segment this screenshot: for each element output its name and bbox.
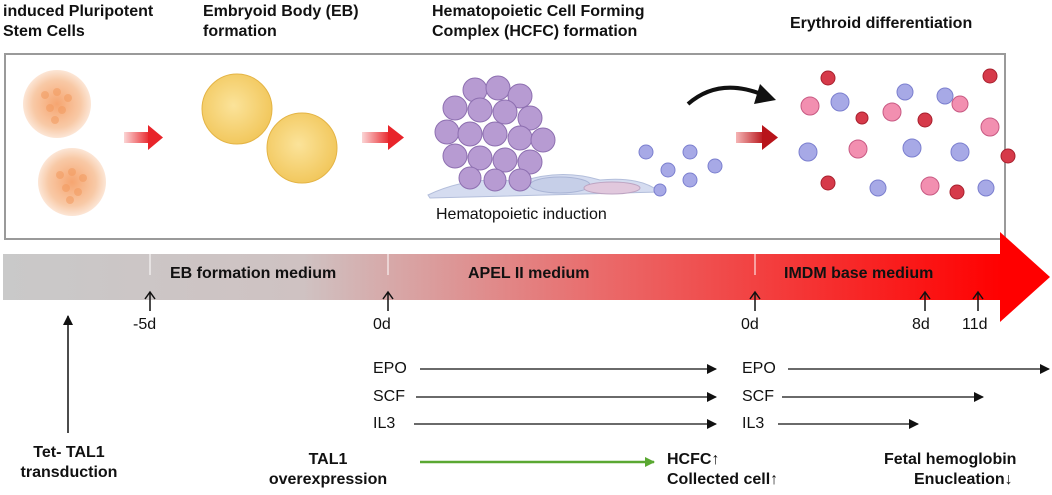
transduction-note: Tet- TAL1 transduction [20, 444, 118, 481]
induction-label: Hematopoietic induction [436, 206, 607, 223]
factor-epo: EPO [742, 360, 776, 377]
day-tick-arrows [144, 290, 984, 311]
stage-title-ipsc: induced Pluripotent Stem Cells [3, 3, 154, 40]
factor-il3: IL3 [373, 415, 396, 432]
factor-scf: SCF [373, 388, 405, 405]
day-label: 8d [912, 316, 930, 333]
stage-arrow-2 [362, 125, 404, 150]
stage-arrow-3 [736, 125, 778, 150]
overexpression-note: TAL1 overexpression [268, 451, 388, 488]
hcfc-note: HCFC↑ [667, 451, 720, 468]
day-label: 0d [741, 316, 759, 333]
day-label: 11d [962, 316, 988, 333]
erythroid-cells-icon [798, 68, 1016, 200]
hcfc-cluster-icon [427, 75, 723, 199]
factor-epo: EPO [373, 360, 407, 377]
enucleation-note: Enucleation↓ [914, 471, 1013, 488]
stage-title-hcfc: Hematopoietic Cell Forming Complex (HCFC… [432, 3, 645, 40]
curved-arrow-icon [686, 85, 767, 106]
stage-title-erythroid: Erythroid differentiation [790, 15, 973, 32]
factor-scf: SCF [742, 388, 774, 405]
phase-apel-medium: APEL II medium [468, 265, 590, 282]
phase-eb-medium: EB formation medium [170, 265, 337, 282]
ipsc-colony-icon [23, 70, 106, 216]
fetal-note: Fetal hemoglobin [884, 451, 1017, 468]
timeline-bar [3, 232, 1050, 322]
collected-note: Collected cell↑ [667, 471, 779, 488]
day-label: -5d [133, 316, 157, 333]
embryoid-body-icon [201, 73, 338, 184]
factor-arrows [414, 364, 1050, 429]
phase-imdm-medium: IMDM base medium [784, 265, 934, 282]
stage-frame [4, 53, 1006, 240]
stage-title-eb: Embryoid Body (EB) formation [203, 3, 359, 40]
factor-il3: IL3 [742, 415, 765, 432]
stage-arrow-1 [124, 125, 163, 150]
day-label: 0d [373, 316, 391, 333]
